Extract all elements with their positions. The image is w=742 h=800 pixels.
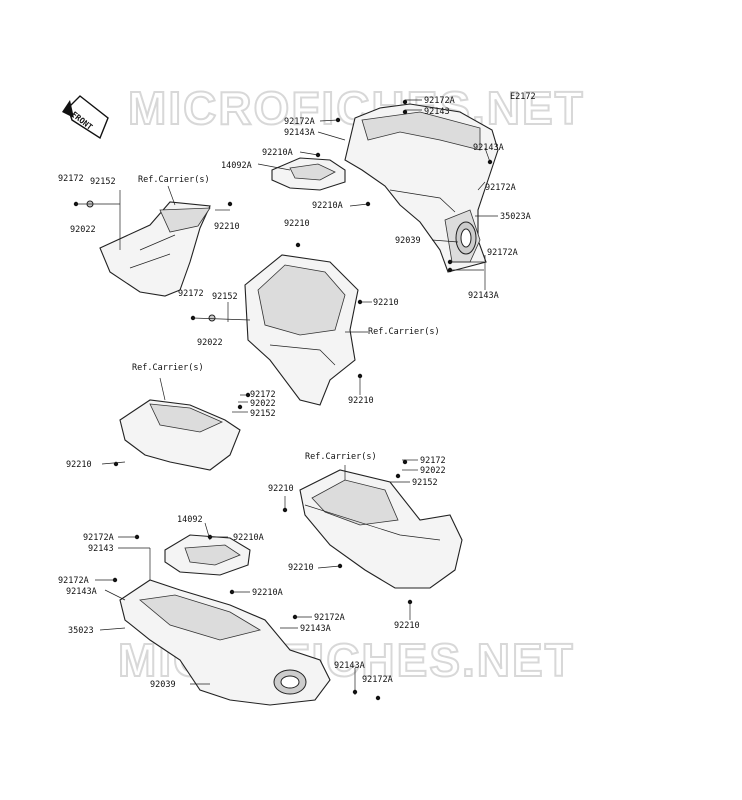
label-l48: 92143A <box>334 661 365 671</box>
label-l42: 92210A <box>252 588 283 598</box>
label-l32: 92172 <box>420 456 446 466</box>
label-l40: 92172A <box>58 576 89 586</box>
label-l05: 92210A <box>262 148 293 158</box>
label-l18: 92210 <box>214 222 240 232</box>
label-l02: 92143 <box>424 107 450 117</box>
label-l14: 92172 <box>58 174 84 184</box>
label-l20: 92172 <box>178 289 204 299</box>
label-l23: 92022 <box>197 338 223 348</box>
label-l37: 92172A <box>83 533 114 543</box>
label-l45: 35023 <box>68 626 94 636</box>
diagram-code: E2172 <box>510 92 536 102</box>
label-l03: 92172A <box>284 117 315 127</box>
label-l28: 92152 <box>250 409 276 419</box>
label-l04: 92143A <box>284 128 315 138</box>
label-l36: 14092 <box>177 515 203 525</box>
label-l43: 92172A <box>314 613 345 623</box>
label-l09: 92210A <box>312 201 343 211</box>
cover-small-bottom <box>164 534 251 576</box>
label-l34: 92152 <box>412 478 438 488</box>
rear-fender-left <box>119 579 331 706</box>
label-l10: 35023A <box>500 212 531 222</box>
label-l47: 92210 <box>394 621 420 631</box>
front-arrow-icon: FRONT <box>62 95 109 140</box>
label-l39: 92143 <box>88 544 114 554</box>
label-l11: 92039 <box>395 236 421 246</box>
label-l31: Ref.Carrier(s) <box>305 452 377 462</box>
carrier-box-center <box>244 254 359 406</box>
label-l21: 92152 <box>212 292 238 302</box>
tray-middle-right <box>299 469 463 589</box>
label-l46: 92210 <box>288 563 314 573</box>
label-l30: 92210 <box>66 460 92 470</box>
label-l35: 92210 <box>268 484 294 494</box>
label-l49: 92172A <box>362 675 393 685</box>
label-l26: 92172 <box>250 390 276 400</box>
label-l44: 92143A <box>300 624 331 634</box>
label-l33: 92022 <box>420 466 446 476</box>
label-l16: Ref.Carrier(s) <box>138 175 210 185</box>
label-l22: 92210 <box>373 298 399 308</box>
label-l27: 92022 <box>250 399 276 409</box>
label-l06: 14092A <box>221 161 252 171</box>
part-labels: 92172A 92143 92172A 92143A 92210A 14092A… <box>58 96 531 690</box>
label-l08: 92172A <box>485 183 516 193</box>
label-l17: 92022 <box>70 225 96 235</box>
rear-fender-right <box>344 103 499 273</box>
label-l50: 92039 <box>150 680 176 690</box>
leader-lines <box>73 99 498 701</box>
label-l25: Ref.Carrier(s) <box>132 363 204 373</box>
label-l19: 92210 <box>284 219 310 229</box>
label-l41: 92143A <box>66 587 97 597</box>
label-l15: 92152 <box>90 177 116 187</box>
label-l29: 92210 <box>348 396 374 406</box>
bracket-middle-left <box>119 399 241 471</box>
cover-small-top <box>271 157 346 191</box>
watermark-top: MICROFICHES.NET <box>128 82 585 134</box>
label-l12: 92172A <box>487 248 518 258</box>
label-l13: 92143A <box>468 291 499 301</box>
label-l07: 92143A <box>473 143 504 153</box>
label-l01: 92172A <box>424 96 455 106</box>
label-l24: Ref.Carrier(s) <box>368 327 440 337</box>
panel-upper-left <box>99 201 211 297</box>
label-l38: 92210A <box>233 533 264 543</box>
